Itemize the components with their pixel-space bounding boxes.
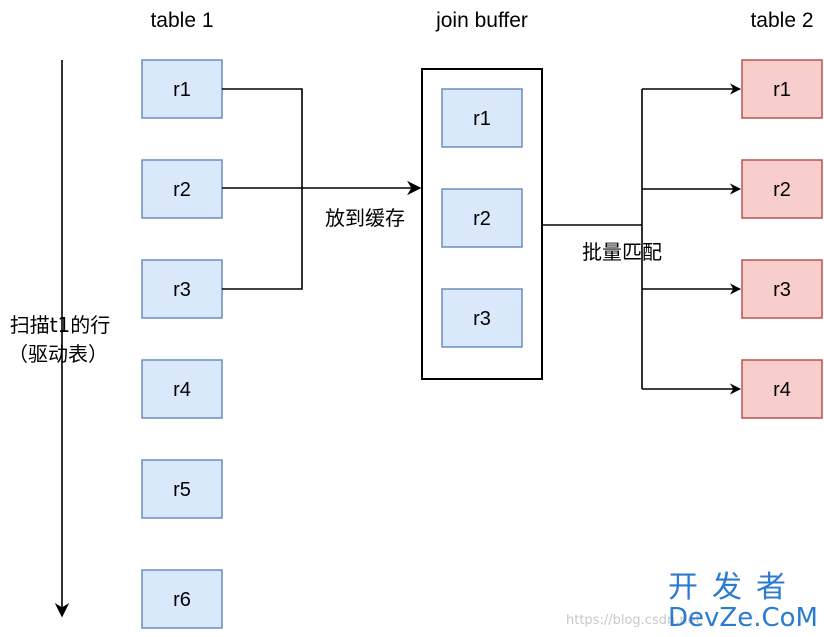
buffer-row-label: r1 [473, 108, 491, 130]
watermark-brand-en: DevZe.CoM [668, 603, 818, 633]
table1-row-label: r2 [173, 179, 191, 201]
table1-column: r1 r2 r3 r4 r5 r6 [141, 59, 223, 629]
table1-row-label: r1 [173, 79, 191, 101]
table1-row-box [141, 159, 223, 219]
driving-table-label: （驱动表） [8, 342, 108, 366]
table2-row-box [741, 159, 823, 219]
join-buffer-column: r1 r2 r3 [441, 88, 523, 348]
table2-row-label: r4 [773, 379, 791, 401]
table2-row-label: r3 [773, 279, 791, 301]
store-in-buffer-label: 放到缓存 [325, 206, 405, 230]
connector-r1-to-buffer [222, 88, 303, 188]
table2-row-box [741, 59, 823, 119]
table1-row-label: r6 [173, 589, 191, 611]
buffer-row-label: r3 [473, 308, 491, 330]
scan-label: 扫描t1的行 [10, 313, 111, 337]
table1-row-label: r5 [173, 479, 191, 501]
table1-row-label: r4 [173, 379, 191, 401]
table1-row-box [141, 359, 223, 419]
table2-row-box [741, 259, 823, 319]
table1-header: table 1 [150, 9, 213, 32]
table1-row-box [141, 459, 223, 519]
buffer-row-box [441, 88, 523, 148]
buffer-row-label: r2 [473, 208, 491, 230]
watermark-brand-cn: 开发者 [668, 570, 800, 605]
table2-row-label: r1 [773, 79, 791, 101]
watermark-url: https://blog.csdn.net [566, 613, 701, 628]
table1-row-box [141, 569, 223, 629]
buffer-row-box [441, 188, 523, 248]
table1-row-label: r3 [173, 279, 191, 301]
join-buffer-header: join buffer [435, 9, 528, 32]
batch-match-label: 批量匹配 [582, 240, 662, 264]
table1-row-box [141, 259, 223, 319]
table2-column: r1 r2 r3 r4 [741, 59, 823, 419]
table2-header: table 2 [750, 9, 813, 32]
connector-r3-to-buffer [222, 188, 303, 290]
table2-row-label: r2 [773, 179, 791, 201]
table2-row-box [741, 359, 823, 419]
buffer-row-box [441, 288, 523, 348]
